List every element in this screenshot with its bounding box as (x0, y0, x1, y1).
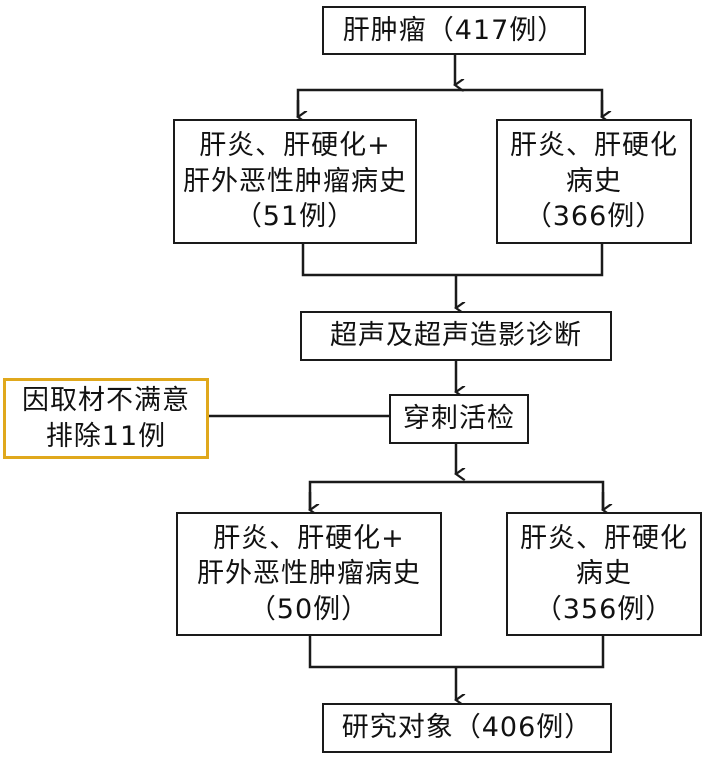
node-total-line-1: 肝肿瘤（417例） (342, 14, 566, 46)
node-group2-left: 肝炎、肝硬化+ 肝外恶性肿瘤病史 （50例） (176, 512, 442, 636)
split-connector-1 (296, 88, 604, 117)
node-group2-right-line-1: 肝炎、肝硬化 (520, 522, 688, 554)
node-final-line-1: 研究对象（406例） (341, 712, 593, 744)
node-group1-left-line-1: 肝炎、肝硬化+ (199, 130, 391, 162)
node-biopsy: 穿刺活检 (389, 394, 529, 444)
node-group1-right-line-2: 病史 (566, 165, 622, 197)
node-total-liver-tumor: 肝肿瘤（417例） (322, 6, 586, 55)
merge-connector-2 (308, 636, 605, 669)
node-biopsy-line-1: 穿刺活检 (403, 403, 515, 435)
node-group1-left-line-2: 肝外恶性肿瘤病史 (183, 165, 407, 197)
node-group1-right-line-3: （366例） (524, 201, 664, 233)
node-group1-right-line-1: 肝炎、肝硬化 (510, 130, 678, 162)
node-group2-right-line-2: 病史 (576, 558, 632, 590)
node-excluded-line-2: 排除11例 (45, 420, 167, 452)
node-group1-left: 肝炎、肝硬化+ 肝外恶性肿瘤病史 （51例） (173, 119, 417, 244)
node-group2-right-line-3: （356例） (534, 593, 674, 625)
node-ultrasound-line-1: 超声及超声造影诊断 (330, 320, 582, 352)
split-connector-2 (308, 480, 605, 510)
node-group2-right: 肝炎、肝硬化 病史 （356例） (506, 512, 702, 636)
node-group2-left-line-2: 肝外恶性肿瘤病史 (197, 558, 421, 590)
node-group2-left-line-1: 肝炎、肝硬化+ (213, 522, 405, 554)
node-group2-left-line-3: （50例） (248, 593, 370, 625)
merge-connector-1 (301, 244, 604, 277)
node-group1-right: 肝炎、肝硬化 病史 （366例） (496, 119, 692, 244)
node-excluded: 因取材不满意 排除11例 (3, 378, 209, 459)
node-final-study-subjects: 研究对象（406例） (322, 703, 612, 753)
node-ultrasound: 超声及超声造影诊断 (300, 311, 612, 361)
node-excluded-line-1: 因取材不满意 (22, 384, 190, 416)
node-group1-left-line-3: （51例） (234, 201, 356, 233)
